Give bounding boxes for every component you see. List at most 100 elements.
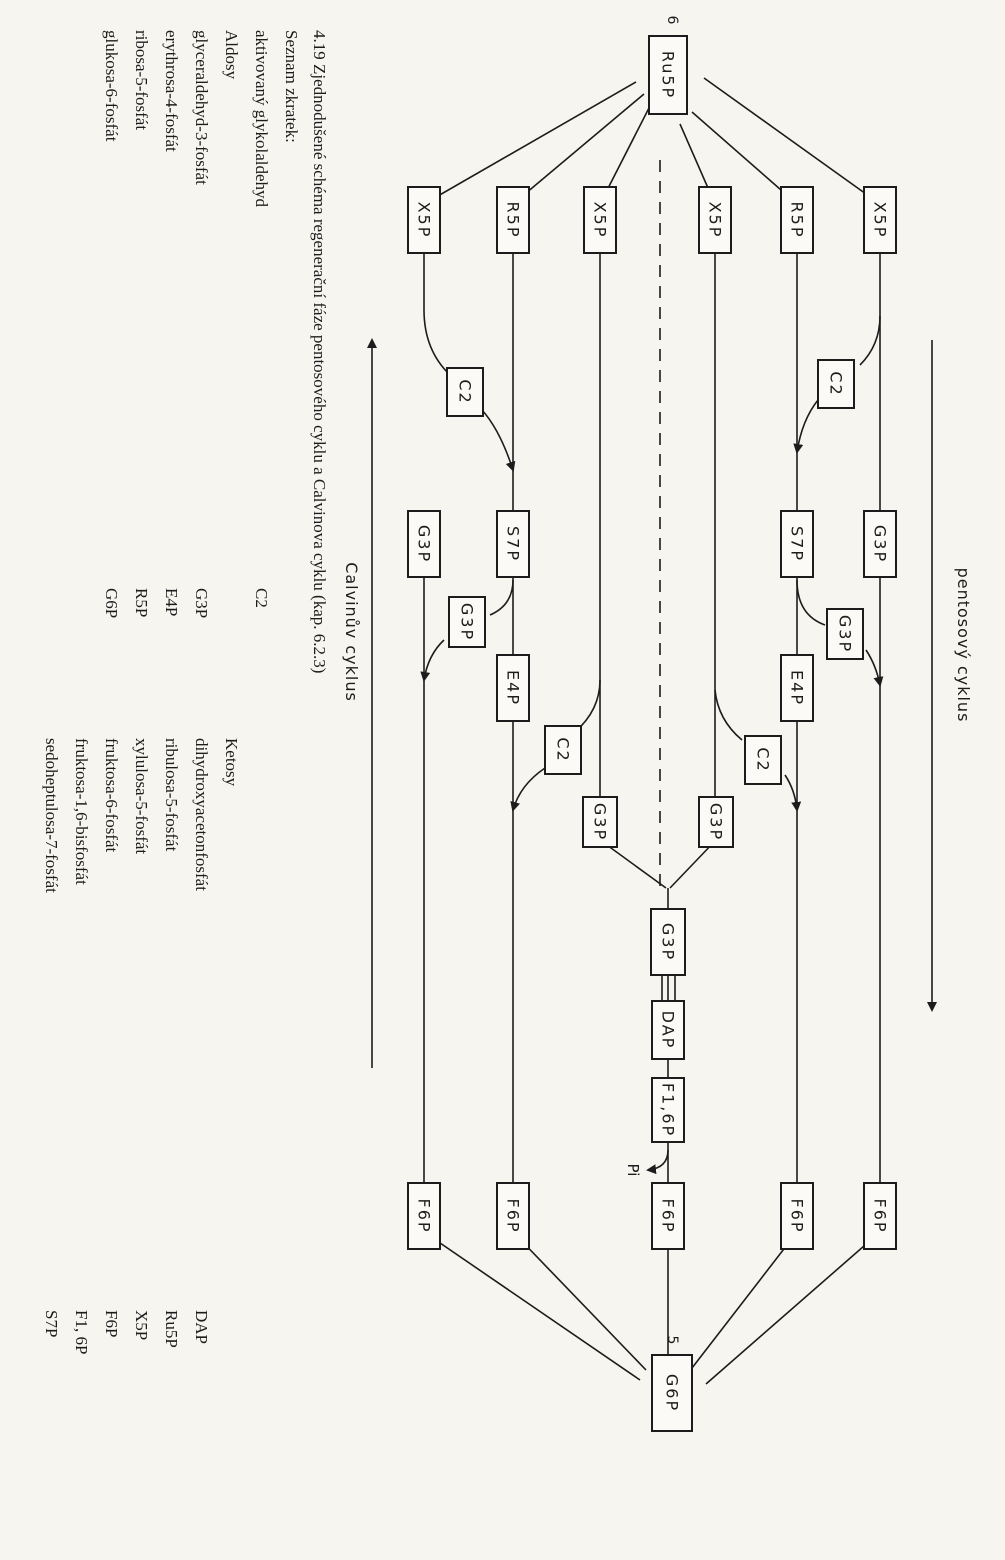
node-dap: DAP bbox=[651, 1000, 685, 1060]
node-g6p: G6P bbox=[651, 1354, 693, 1432]
node-label: X5P bbox=[415, 202, 434, 239]
node-label: F6P bbox=[788, 1198, 807, 1233]
pi-release-arrow bbox=[646, 1149, 669, 1175]
aldose-abbr: G3P bbox=[192, 588, 211, 618]
aldose-name: erythrosa-4-fosfát bbox=[162, 30, 181, 152]
ketose-abbr: DAP bbox=[192, 1310, 211, 1344]
node-f6p-center: F6P bbox=[651, 1182, 685, 1250]
node-c2-1: C2 bbox=[446, 367, 484, 417]
transfer-arrow bbox=[793, 399, 819, 454]
c2-description: aktivovaný glykolaldehyd bbox=[252, 30, 271, 208]
node-f6p-2: F6P bbox=[496, 1182, 530, 1250]
pathway-edge bbox=[423, 1231, 641, 1381]
node-e4p-1: E4P bbox=[496, 654, 530, 722]
node-c2-3: C2 bbox=[744, 735, 782, 785]
node-r5p-1: R5P bbox=[496, 186, 530, 254]
ketose-abbr: F1, 6P bbox=[72, 1310, 91, 1354]
aldose-abbr: R5P bbox=[132, 588, 151, 617]
aldose-abbr: G6P bbox=[102, 588, 121, 618]
pathway-edge bbox=[705, 1231, 881, 1385]
labels: 6 5 Pi pentosový cyklus Calvinův cyklus 4.19 … bbox=[42, 16, 973, 1355]
ketose-abbr: Ru5P bbox=[162, 1310, 181, 1348]
edges bbox=[367, 77, 937, 1385]
ketose-name: fruktosa-1,6-bisfosfát bbox=[72, 738, 91, 885]
pi-label: Pi bbox=[624, 1164, 642, 1177]
transfer-arrow bbox=[423, 309, 451, 376]
pathway-edge bbox=[691, 111, 798, 205]
node-f6p-3: F6P bbox=[780, 1182, 814, 1250]
node-x5p-1: X5P bbox=[407, 186, 441, 254]
node-f6p-4: F6P bbox=[863, 1182, 897, 1250]
ru5p-count: 6 bbox=[664, 16, 680, 25]
node-label: G3P bbox=[458, 603, 477, 641]
pentose-cycle-label: pentosový cyklus bbox=[954, 568, 973, 723]
node-label: DAP bbox=[659, 1011, 678, 1050]
node-label: X5P bbox=[871, 202, 890, 239]
calvin-cycle-label: Calvinův cyklus bbox=[342, 562, 361, 702]
node-label: S7P bbox=[788, 526, 807, 562]
transfer-arrow bbox=[865, 649, 884, 687]
node-g3p-d: G3P bbox=[826, 608, 864, 660]
node-g3p-c: G3P bbox=[448, 596, 486, 648]
node-label: G3P bbox=[836, 615, 855, 653]
aldose-name: glukosa-6-fosfát bbox=[102, 30, 121, 142]
transfer-arrow bbox=[784, 774, 802, 812]
node-label: G3P bbox=[707, 803, 726, 841]
node-s7p-2: S7P bbox=[780, 510, 814, 578]
node-f6p-1: F6P bbox=[407, 1182, 441, 1250]
node-r5p-2: R5P bbox=[780, 186, 814, 254]
transfer-arrow bbox=[714, 689, 743, 741]
figure-caption: 4.19 Zjednodušené schéma regenerační fáz… bbox=[310, 30, 329, 673]
aldose-name: glyceraldehyd-3-fosfát bbox=[192, 30, 211, 185]
aldoses-heading: Aldosy bbox=[222, 30, 241, 80]
node-label: F6P bbox=[415, 1198, 434, 1233]
node-label: G6P bbox=[663, 1374, 682, 1412]
transfer-arrow bbox=[481, 409, 516, 472]
node-g3p-center: G3P bbox=[650, 908, 686, 976]
node-label: C2 bbox=[554, 737, 573, 762]
node-label: Ru5P bbox=[659, 51, 678, 99]
node-g3p-f: G3P bbox=[698, 796, 734, 848]
ketose-name: xylulosa-5-fosfát bbox=[132, 738, 151, 854]
node-label: G3P bbox=[871, 525, 890, 563]
g6p-count: 5 bbox=[664, 1336, 680, 1345]
node-label: S7P bbox=[504, 526, 523, 562]
node-label: G3P bbox=[591, 803, 610, 841]
c2-abbreviation: C2 bbox=[252, 588, 271, 608]
ketose-abbr: X5P bbox=[132, 1310, 151, 1340]
node-label: G3P bbox=[415, 525, 434, 563]
ketose-name: dihydroxyacetonfosfát bbox=[192, 738, 211, 891]
node-label: X5P bbox=[706, 202, 725, 239]
node-label: F1,6P bbox=[659, 1083, 678, 1137]
node-g3p-e: G3P bbox=[582, 796, 618, 848]
ketose-name: fruktosa-6-fosfát bbox=[102, 738, 121, 853]
node-x5p-2: X5P bbox=[583, 186, 617, 254]
node-label: R5P bbox=[788, 202, 807, 239]
node-s7p-1: S7P bbox=[496, 510, 530, 578]
pathway-edge bbox=[423, 81, 637, 205]
node-label: C2 bbox=[754, 747, 773, 772]
node-x5p-3: X5P bbox=[698, 186, 732, 254]
ketose-name: sedoheptulosa-7-fosfát bbox=[42, 738, 61, 893]
node-label: E4P bbox=[788, 670, 807, 706]
aldose-abbr: E4P bbox=[162, 588, 181, 616]
node-f16p: F1,6P bbox=[651, 1077, 685, 1143]
node-label: E4P bbox=[504, 670, 523, 706]
node-c2-4: C2 bbox=[817, 359, 855, 409]
node-label: F6P bbox=[659, 1198, 678, 1233]
ketoses-heading: Ketosy bbox=[222, 738, 241, 787]
pathway-edge bbox=[703, 77, 881, 205]
node-label: C2 bbox=[827, 371, 846, 396]
node-label: X5P bbox=[591, 202, 610, 239]
node-ru5p: Ru5P bbox=[648, 35, 688, 115]
node-x5p-4: X5P bbox=[863, 186, 897, 254]
node-label: G3P bbox=[659, 923, 678, 961]
transfer-arrow bbox=[420, 639, 445, 682]
abbreviation-heading: Seznam zkratek: bbox=[282, 30, 301, 143]
pathway-edge bbox=[512, 1231, 647, 1371]
ketose-abbr: S7P bbox=[42, 1310, 61, 1337]
transfer-arrow bbox=[859, 315, 881, 366]
ketose-name: ribulosa-5-fosfát bbox=[162, 738, 181, 852]
